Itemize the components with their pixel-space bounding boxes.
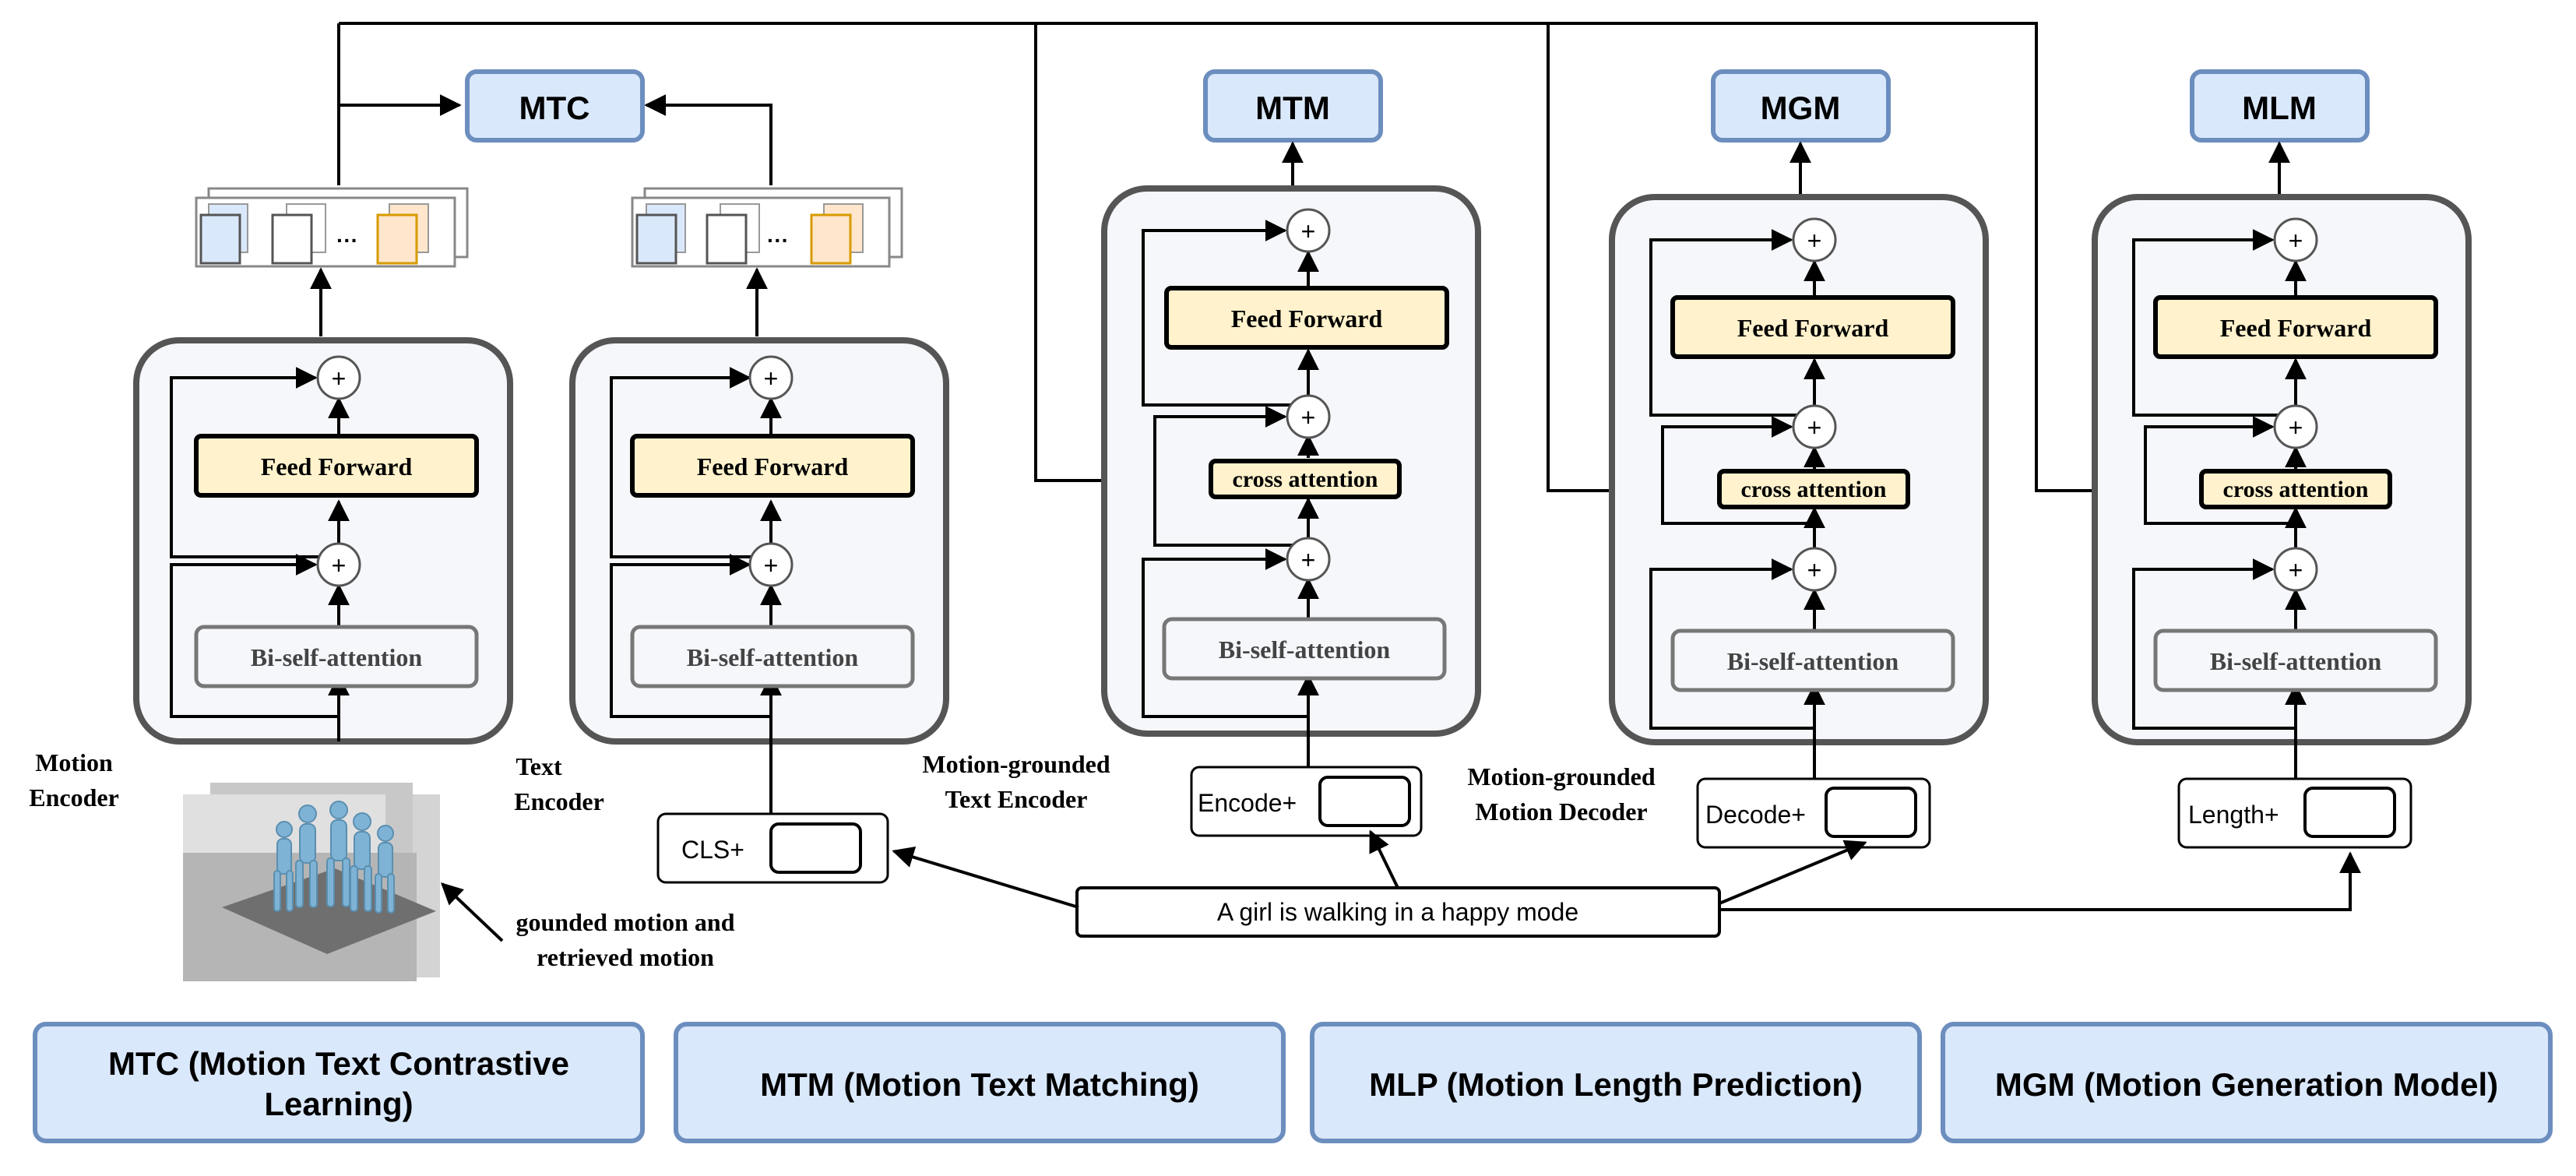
- svg-text:+: +: [764, 551, 779, 579]
- bi-self-attention-1: Bi-self-attention: [251, 643, 423, 671]
- panel-output-arrows: [310, 141, 2290, 336]
- cross-attention-2: cross attention: [1741, 477, 1887, 502]
- svg-text:+: +: [1807, 414, 1822, 442]
- svg-text:+: +: [2289, 227, 2303, 255]
- svg-text:+: +: [1301, 403, 1316, 431]
- cross-attention-1: cross attention: [1233, 467, 1378, 492]
- length-panel: + Feed Forward + cross attention + Bi-se…: [2092, 194, 2472, 779]
- bi-self-attention-4: Bi-self-attention: [1727, 647, 1899, 675]
- mgm-head-label: MGM: [1761, 90, 1841, 126]
- feed-forward-2: Feed Forward: [697, 452, 849, 481]
- feed-forward-5: Feed Forward: [2220, 314, 2372, 342]
- mlm-head: MLM: [2190, 69, 2370, 143]
- svg-text:+: +: [332, 364, 347, 393]
- walking-figures-icon: [273, 801, 395, 914]
- legend-mgm-line1: MGM (Motion Generation Model): [1995, 1066, 2498, 1103]
- cls-label: CLS+: [681, 836, 744, 864]
- mtc-head: MTC: [465, 69, 645, 143]
- svg-text:+: +: [1301, 546, 1316, 574]
- mtc-head-label: MTC: [519, 90, 590, 126]
- feed-forward-1: Feed Forward: [261, 452, 413, 481]
- svg-text:···: ···: [767, 228, 789, 252]
- mg-text-encoder-label-1: Motion-grounded: [922, 750, 1110, 778]
- grounded-motion-arrow: [440, 882, 504, 942]
- svg-text:+: +: [332, 551, 347, 579]
- sentence-arrows: [892, 829, 2361, 911]
- legend-mtc: MTC (Motion Text Contrastive Learning): [33, 1022, 645, 1143]
- svg-text:···: ···: [336, 228, 358, 252]
- mlm-head-label: MLM: [2242, 90, 2317, 126]
- motion-image: [183, 783, 440, 981]
- legend-mlp: MLP (Motion Length Prediction): [1310, 1022, 1922, 1143]
- feed-forward-4: Feed Forward: [1737, 314, 1889, 342]
- mg-motion-decoder-label-1: Motion-grounded: [1467, 762, 1655, 790]
- svg-text:+: +: [2289, 556, 2303, 584]
- svg-text:+: +: [2289, 414, 2303, 442]
- text-token-stack: ···: [631, 187, 903, 268]
- length-input: Length+: [2177, 777, 2412, 849]
- svg-text:+: +: [1807, 556, 1822, 584]
- legend-mtm-line1: MTM (Motion Text Matching): [760, 1066, 1199, 1103]
- encode-label: Encode+: [1198, 789, 1297, 817]
- text-encoder-label-1: Text: [516, 752, 562, 780]
- cross-attention-3: cross attention: [2223, 477, 2369, 502]
- encode-input: Encode+: [1190, 766, 1423, 837]
- legend-mgm: MGM (Motion Generation Model): [1941, 1022, 2553, 1143]
- motion-token-stack: ···: [195, 187, 469, 268]
- bi-self-attention-3: Bi-self-attention: [1219, 636, 1391, 664]
- mtm-head: MTM: [1203, 69, 1383, 143]
- feed-forward-3: Feed Forward: [1231, 305, 1383, 333]
- cls-input: CLS+: [656, 812, 889, 884]
- sentence-text: A girl is walking in a happy mode: [1217, 898, 1578, 926]
- svg-text:+: +: [764, 364, 779, 393]
- mg-motion-decoder-panel: + Feed Forward + cross attention + Bi-se…: [1609, 194, 1989, 779]
- svg-text:+: +: [1301, 217, 1316, 245]
- legend-mtc-line2: Learning): [264, 1086, 413, 1122]
- decode-input: Decode+: [1696, 777, 1931, 849]
- mg-text-encoder-label-2: Text Encoder: [945, 785, 1088, 813]
- decode-label: Decode+: [1705, 801, 1806, 829]
- legend-mlp-line1: MLP (Motion Length Prediction): [1369, 1066, 1863, 1103]
- text-encoder-panel: + Feed Forward + Bi-self-attention: [569, 337, 949, 814]
- legend-mtc-line1: MTC (Motion Text Contrastive: [108, 1045, 569, 1082]
- length-label: Length+: [2188, 801, 2279, 829]
- bi-self-attention-2: Bi-self-attention: [687, 643, 859, 671]
- sentence-box: A girl is walking in a happy mode: [1075, 886, 1721, 938]
- motion-encoder-label-1: Motion: [35, 748, 113, 776]
- grounded-motion-label-2: retrieved motion: [537, 943, 714, 971]
- svg-text:+: +: [1807, 227, 1822, 255]
- grounded-motion-label-1: gounded motion and: [516, 908, 735, 936]
- motion-encoder-panel: + Feed Forward + Bi-self-attention: [133, 337, 513, 745]
- legend-mtm: MTM (Motion Text Matching): [674, 1022, 1286, 1143]
- mgm-head: MGM: [1711, 69, 1891, 143]
- mtm-head-label: MTM: [1255, 90, 1330, 126]
- text-encoder-label-2: Encoder: [514, 787, 604, 815]
- mg-motion-decoder-label-2: Motion Decoder: [1475, 797, 1647, 826]
- motion-encoder-label-2: Encoder: [29, 783, 119, 812]
- mg-text-encoder-panel: + Feed Forward + cross attention + Bi-se…: [1101, 185, 1481, 790]
- bi-self-attention-5: Bi-self-attention: [2210, 647, 2382, 675]
